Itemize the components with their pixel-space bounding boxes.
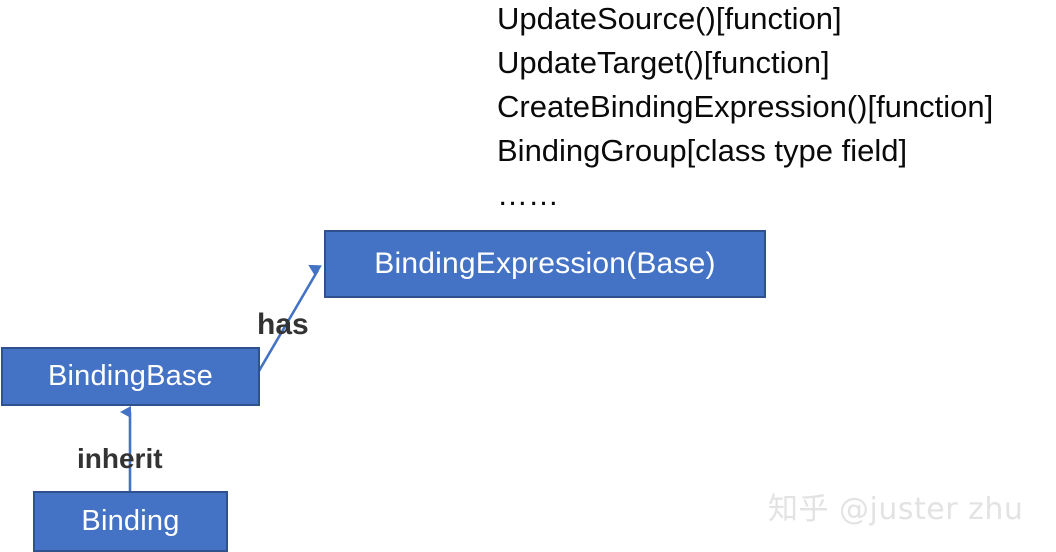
member-list-line-ellipsis: …… — [497, 177, 559, 212]
class-box-binding[interactable]: Binding — [33, 491, 228, 552]
member-list-line-update-source: UpdateSource()[function] — [497, 1, 842, 36]
edge-label-has: has — [257, 308, 309, 341]
class-box-binding-base-label: BindingBase — [47, 360, 214, 392]
class-box-binding-expression-label: BindingExpression(Base) — [374, 247, 716, 280]
class-box-binding-base[interactable]: BindingBase — [1, 347, 260, 406]
class-box-binding-expression[interactable]: BindingExpression(Base) — [324, 230, 766, 298]
watermark: 知乎 @juster zhu — [768, 492, 1024, 527]
member-list-line-update-target: UpdateTarget()[function] — [497, 45, 830, 80]
member-list-line-binding-group: BindingGroup[class type field] — [497, 133, 908, 168]
member-list-line-create-binding-expression: CreateBindingExpression()[function] — [497, 89, 994, 124]
class-box-binding-label: Binding — [81, 505, 180, 537]
member-list: UpdateSource()[function] UpdateTarget()[… — [497, 0, 1056, 217]
edge-label-inherit: inherit — [77, 443, 163, 474]
